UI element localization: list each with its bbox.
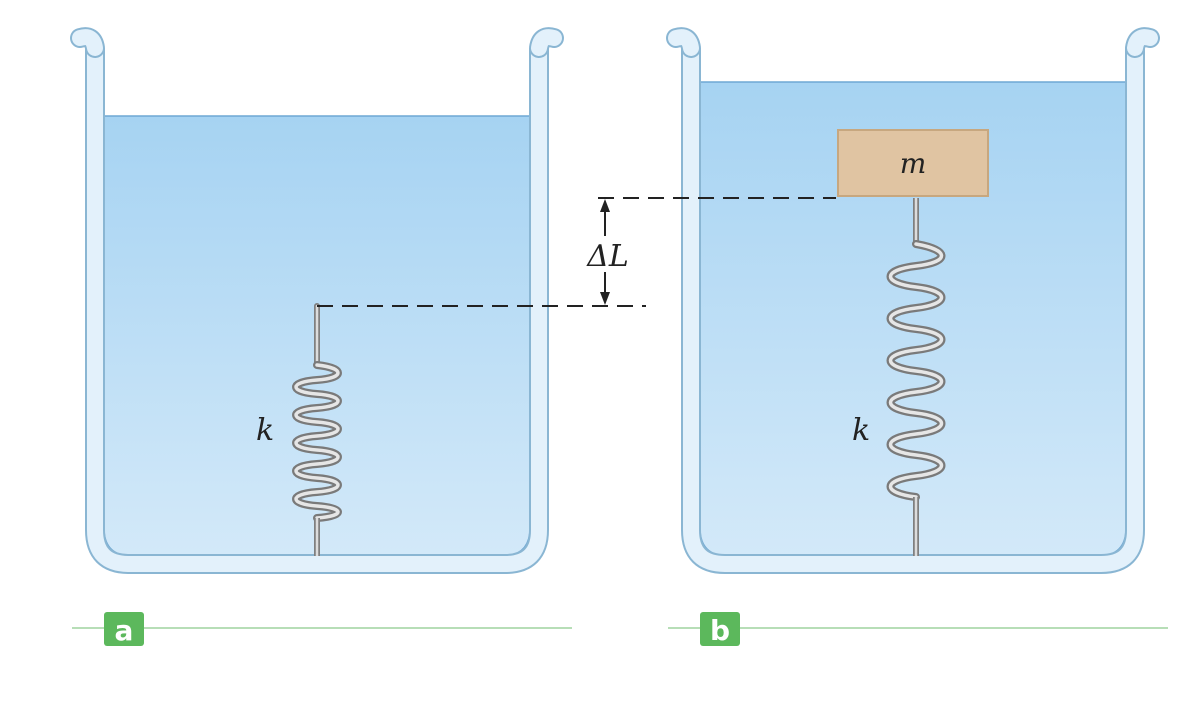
panel-label-a: a — [115, 614, 134, 647]
mass-label: m — [900, 147, 927, 180]
spring-b — [886, 198, 946, 556]
panel-label-b: b — [710, 614, 730, 647]
panel-b: m k b — [666, 27, 1168, 647]
panel-a: k a — [70, 27, 572, 647]
delta-l-dimension: ΔL — [317, 197, 836, 307]
panel-tag-a — [104, 612, 144, 646]
mass-block — [837, 129, 989, 197]
spring-constant-label-b: k — [852, 413, 870, 448]
spring-a — [292, 303, 342, 556]
delta-l-label: ΔL — [586, 239, 629, 274]
panel-tag-b — [700, 612, 740, 646]
spring-constant-label-a: k — [256, 413, 274, 448]
